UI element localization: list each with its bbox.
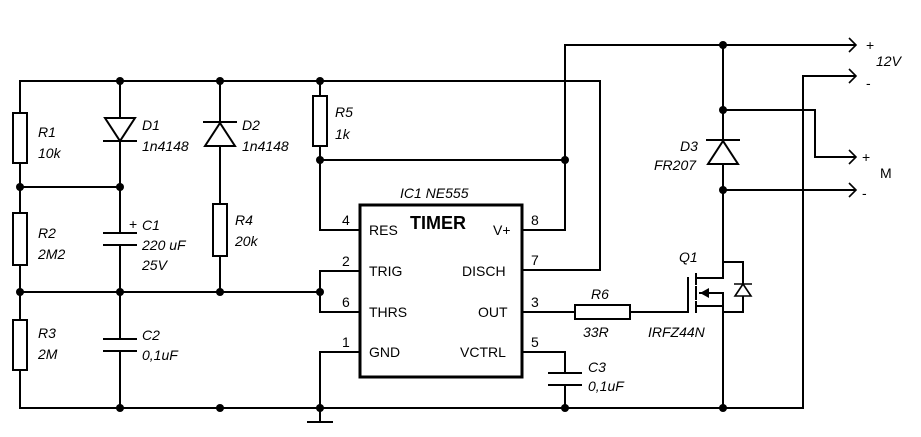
d2-value: 1n4148 (242, 138, 289, 154)
resistor-r6: R6 33R (574, 286, 631, 340)
pin-4-name: RES (369, 222, 398, 238)
c3-ref: C3 (588, 359, 606, 375)
pin-1-name: GND (369, 344, 400, 360)
motor-plus-label: + (862, 149, 870, 165)
motor-label: M (880, 165, 892, 181)
ic-title: TIMER (410, 213, 466, 233)
terminal-arrows (848, 37, 858, 198)
r6-value: 33R (583, 324, 609, 340)
r3-value: 2M (37, 346, 58, 362)
resistor-r3: R3 2M (12, 319, 58, 371)
pin-8-number: 8 (531, 212, 539, 228)
supply-voltage-label: 12V (876, 53, 903, 69)
d1-value: 1n4148 (142, 138, 189, 154)
r2-ref: R2 (38, 225, 56, 241)
d3-ref: D3 (680, 138, 698, 154)
motor-minus-label: - (862, 185, 867, 201)
resistor-r4: R4 20k (212, 203, 259, 257)
ic1-ne555: IC1 NE555 TIMER 4 RES 2 TRIG 6 THRS 1 GN… (342, 185, 539, 379)
pin-5-number: 5 (531, 334, 539, 350)
pin-3-number: 3 (531, 294, 539, 310)
r6-ref: R6 (591, 286, 609, 302)
q1-value: IRFZ44N (648, 324, 706, 340)
pin-4-number: 4 (342, 212, 350, 228)
r1-ref: R1 (38, 124, 56, 140)
supply-minus-label: - (866, 75, 871, 91)
diode-d3: D3 FR207 (654, 138, 740, 173)
pin-2-number: 2 (342, 253, 350, 269)
ic-ref: IC1 NE555 (400, 185, 469, 201)
r5-ref: R5 (335, 104, 353, 120)
pin-7-number: 7 (531, 252, 539, 268)
d2-ref: D2 (242, 117, 260, 133)
c2-value: 0,1uF (142, 347, 179, 363)
q1-ref: Q1 (679, 249, 698, 265)
pin-6-name: THRS (369, 304, 407, 320)
pin-6-number: 6 (342, 294, 350, 310)
pin-1-number: 1 (342, 334, 350, 350)
diode-d2: D2 1n4148 (203, 117, 289, 154)
capacitor-c3: C3 0,1uF (548, 359, 625, 394)
supply-plus-label: + (866, 37, 874, 53)
junction-dots (16, 41, 727, 412)
d3-value: FR207 (654, 157, 697, 173)
pin-5-name: VCTRL (460, 344, 506, 360)
pin-3-name: OUT (478, 304, 508, 320)
r1-value: 10k (38, 145, 62, 161)
pin-8-name: V+ (493, 222, 511, 238)
c1-voltage: 25V (141, 257, 169, 273)
r4-ref: R4 (235, 212, 253, 228)
resistor-r2: R2 2M2 (12, 212, 65, 266)
pin-7-name: DISCH (462, 263, 506, 279)
c1-ref: C1 (142, 217, 160, 233)
mosfet-q1: Q1 IRFZ44N (648, 249, 753, 340)
pin-2-name: TRIG (369, 263, 402, 279)
capacitor-c1: + C1 220 uF 25V (103, 216, 187, 273)
r5-value: 1k (335, 126, 351, 142)
c1-value: 220 uF (141, 237, 187, 253)
diode-d1: D1 1n4148 (103, 117, 189, 154)
r4-value: 20k (234, 233, 259, 249)
c3-value: 0,1uF (588, 378, 625, 394)
c1-polarity: + (129, 216, 137, 232)
d1-ref: D1 (142, 117, 160, 133)
resistor-r5: R5 1k (312, 95, 353, 147)
c2-ref: C2 (142, 327, 160, 343)
r3-ref: R3 (38, 325, 56, 341)
r2-value: 2M2 (37, 246, 65, 262)
resistor-r1: R1 10k (12, 112, 62, 164)
capacitor-c2: C2 0,1uF (103, 327, 179, 363)
